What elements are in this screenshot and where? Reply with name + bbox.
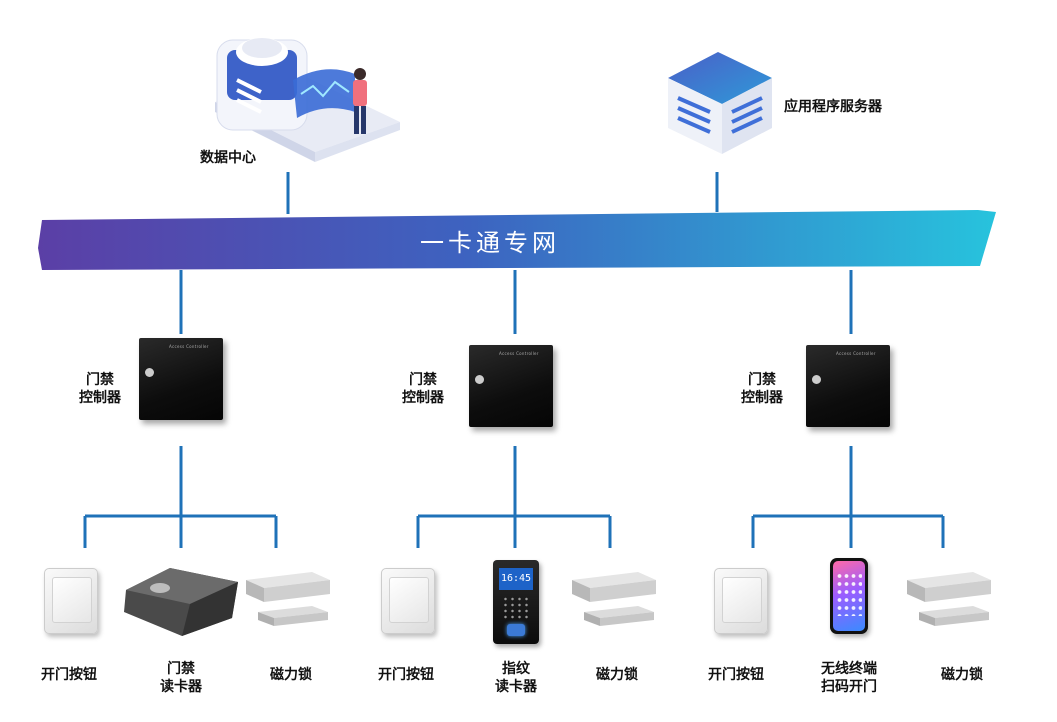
controller-brand: Access Controller [169, 344, 209, 349]
magnetic-lock-icon [246, 572, 330, 626]
network-banner [38, 210, 996, 270]
controller-label-line1: 门禁 [86, 372, 114, 388]
app-server-icon [668, 52, 772, 154]
controller-label-3: 门禁 控制器 [732, 371, 792, 407]
controller-logo-icon [812, 375, 821, 384]
app-server-label: 应用程序服务器 [784, 99, 882, 115]
controller-brand: Access Controller [499, 351, 539, 356]
leaf-label-2-2: 指纹读卡器 [495, 661, 537, 695]
data-center-label: 数据中心 [200, 150, 256, 166]
controller-logo-icon [145, 368, 154, 377]
controller-label-2: 门禁 控制器 [393, 371, 453, 407]
controller-label-line1: 门禁 [409, 372, 437, 388]
controller-label-line2: 控制器 [741, 390, 783, 406]
network-label: 一卡通专网 [420, 229, 560, 257]
keypad-icon [502, 596, 530, 620]
door-button-icon [44, 568, 98, 634]
leaf-label-2-1: 开门按钮 [378, 667, 434, 683]
door-button-icon [381, 568, 435, 634]
magnetic-lock-icon [907, 572, 991, 626]
data-center-icon [215, 38, 400, 162]
controller-label-line2: 控制器 [79, 390, 121, 406]
leaf-label-3-3: 磁力锁 [941, 667, 983, 683]
access-controller-box-1: Access Controller [139, 338, 223, 420]
card-reader-icon [124, 568, 238, 636]
leaf-label-1-1: 开门按钮 [41, 667, 97, 683]
controller-label-1: 门禁 控制器 [70, 371, 130, 407]
leaf-label-2-3: 磁力锁 [596, 667, 638, 683]
magnetic-lock-icon [572, 572, 656, 626]
access-controller-box-3: Access Controller [806, 345, 890, 427]
mobile-phone-icon [830, 558, 868, 634]
fingerprint-screen-time: 16:45 [499, 568, 533, 590]
controller-label-line1: 门禁 [748, 372, 776, 388]
leaf-label-3-2: 无线终端扫码开门 [821, 661, 877, 695]
controller-logo-icon [475, 375, 484, 384]
controller-brand: Access Controller [836, 351, 876, 356]
leaf-label-3-1: 开门按钮 [708, 667, 764, 683]
fingerprint-reader-icon: 16:45 [493, 560, 539, 644]
fingerprint-sensor-icon [507, 624, 525, 636]
leaf-label-1-3: 磁力锁 [270, 667, 312, 683]
door-button-icon [714, 568, 768, 634]
leaf-label-1-2: 门禁读卡器 [160, 661, 202, 695]
controller-label-line2: 控制器 [402, 390, 444, 406]
access-controller-box-2: Access Controller [469, 345, 553, 427]
